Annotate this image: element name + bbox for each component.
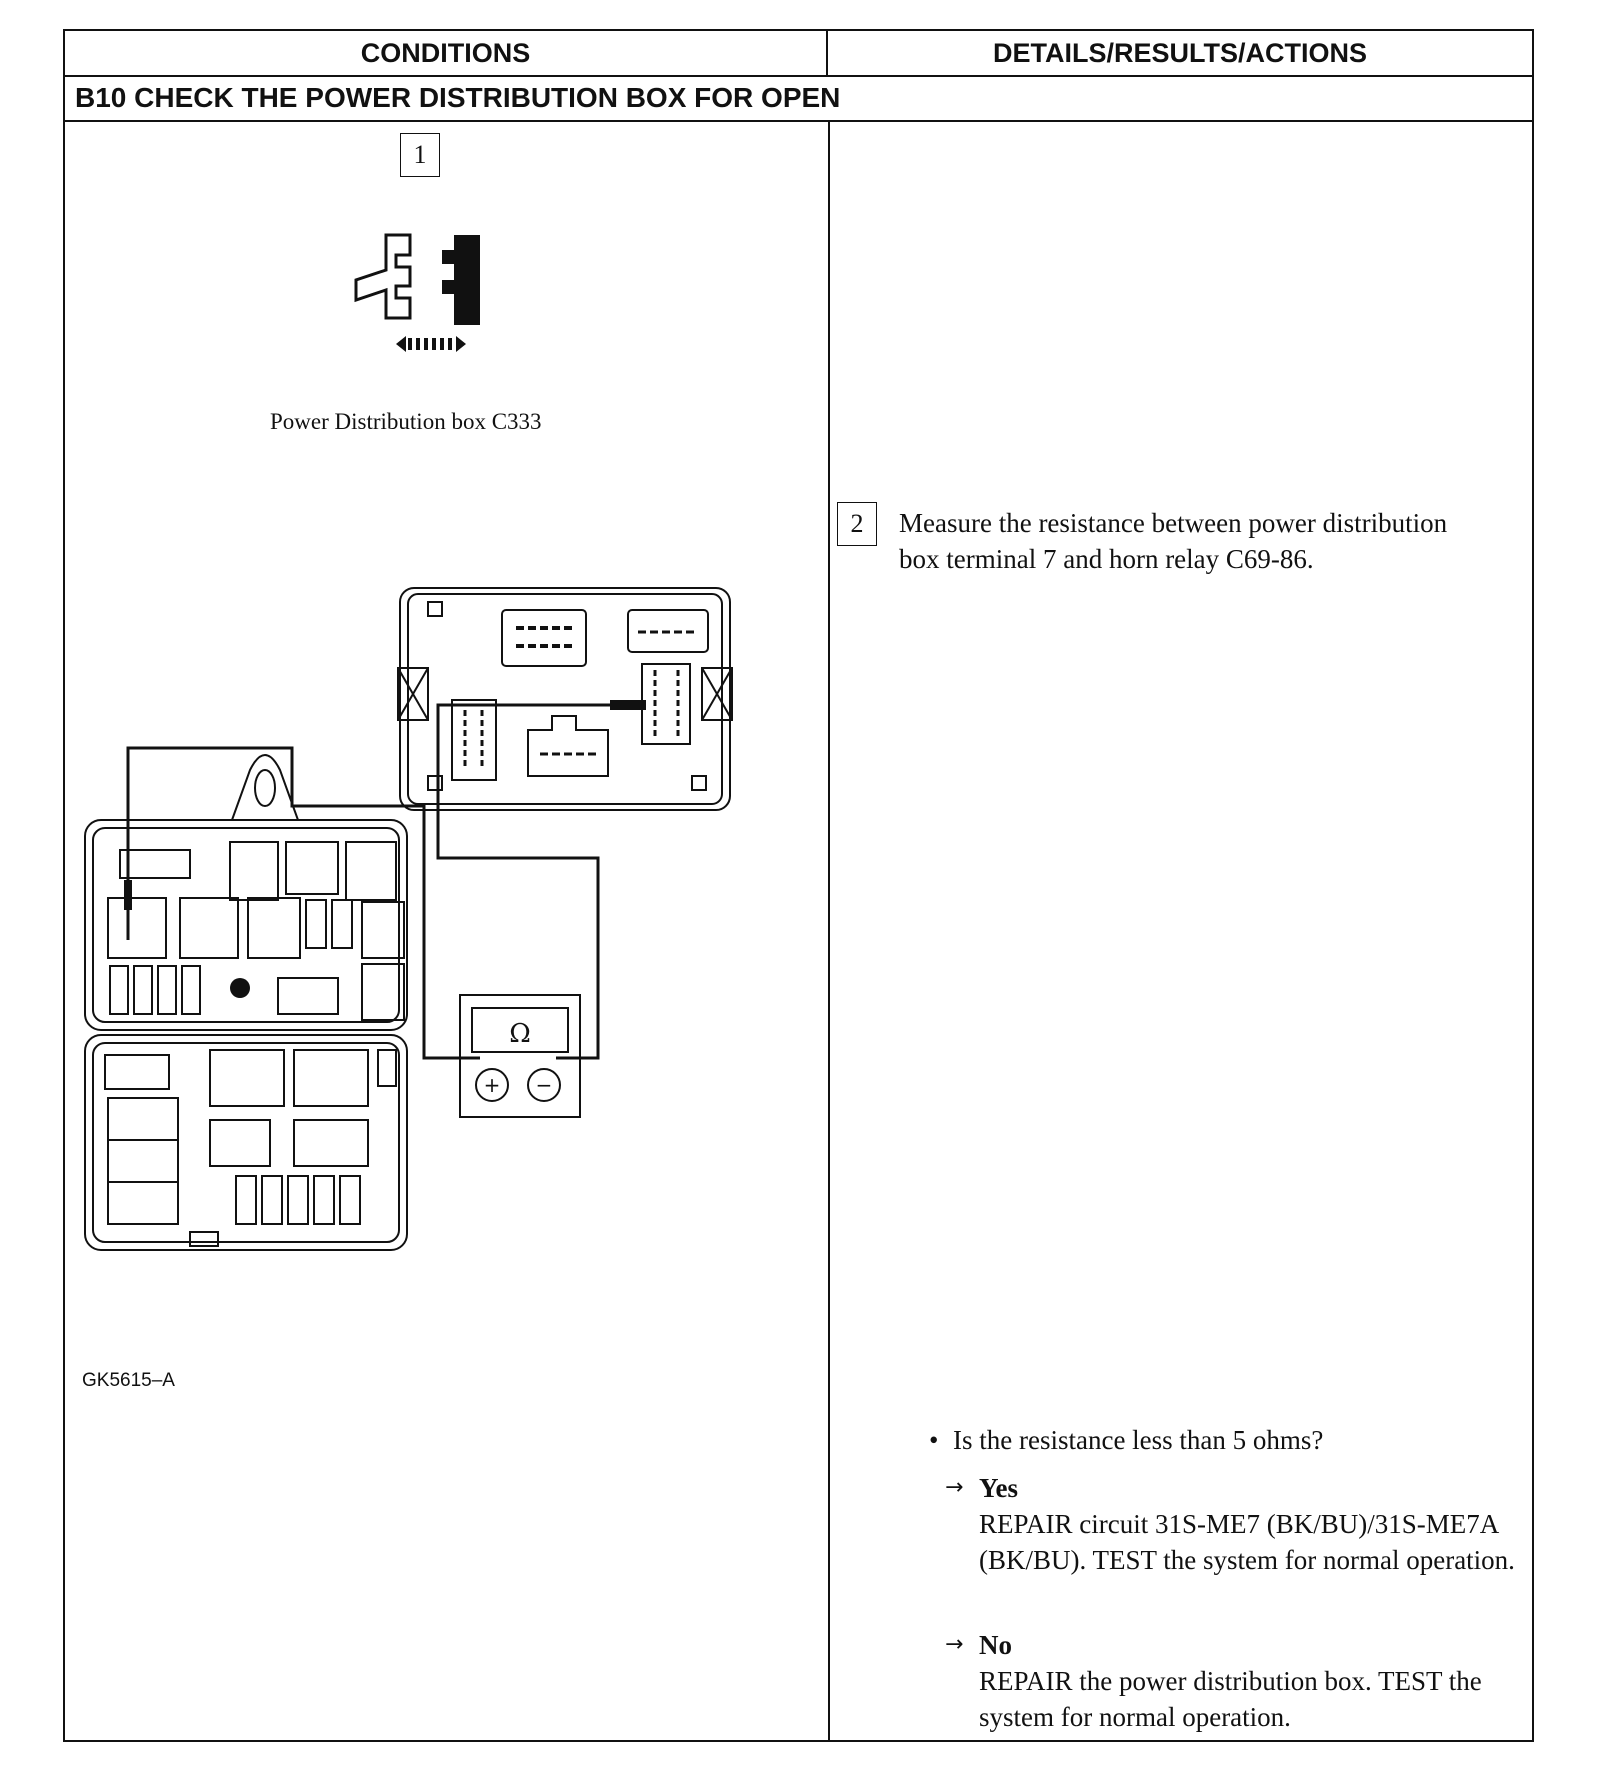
step-2-instruction: Measure the resistance between power dis…: [899, 508, 1448, 574]
ohmmeter: [459, 994, 581, 1118]
section-divider: [65, 120, 1532, 122]
conditions-header: CONDITIONS: [65, 31, 828, 75]
ohm-symbol: Ω: [509, 1019, 531, 1049]
meter-plus-label: +: [484, 1073, 501, 1097]
central-junction-box: [84, 754, 408, 1251]
meter-minus-label: −: [536, 1073, 553, 1097]
answer-yes: → Yes REPAIR circuit 31S-ME7 (BK/BU)/31S…: [945, 1470, 1519, 1578]
details-header: DETAILS/RESULTS/ACTIONS: [992, 37, 1367, 68]
step-2-box: 2: [837, 502, 877, 546]
answer-no-label: No: [979, 1630, 1012, 1660]
wiring-diagram: Ω + −: [84, 587, 733, 1251]
connector-disconnect-icon: [354, 233, 480, 352]
section-title: B10 CHECK THE POWER DISTRIBUTION BOX FOR…: [75, 81, 841, 113]
answer-yes-text: REPAIR circuit 31S-ME7 (BK/BU)/31S-ME7A …: [979, 1509, 1515, 1575]
answer-yes-label: Yes: [979, 1473, 1018, 1503]
figure-code: GK5615–A: [82, 1370, 175, 1391]
power-distribution-box: [397, 587, 733, 811]
arrow-right-icon: →: [945, 1475, 964, 1500]
question: • Is the resistance less than 5 ohms?: [929, 1422, 1324, 1458]
answer-no-text: REPAIR the power distribution box. TEST …: [979, 1666, 1482, 1732]
header-divider: [65, 75, 1532, 77]
step-1-box: 1: [400, 133, 440, 177]
bullet-icon: •: [929, 1425, 939, 1455]
arrow-right-icon: →: [945, 1632, 964, 1657]
diagnostic-table: CONDITIONS DETAILS/RESULTS/ACTIONS B10 C…: [63, 29, 1534, 1742]
question-text: Is the resistance less than 5 ohms?: [953, 1425, 1324, 1455]
answer-no: → No REPAIR the power distribution box. …: [945, 1627, 1519, 1735]
step-1-caption: Power Distribution box C333: [270, 409, 542, 434]
column-divider: [828, 120, 830, 1740]
